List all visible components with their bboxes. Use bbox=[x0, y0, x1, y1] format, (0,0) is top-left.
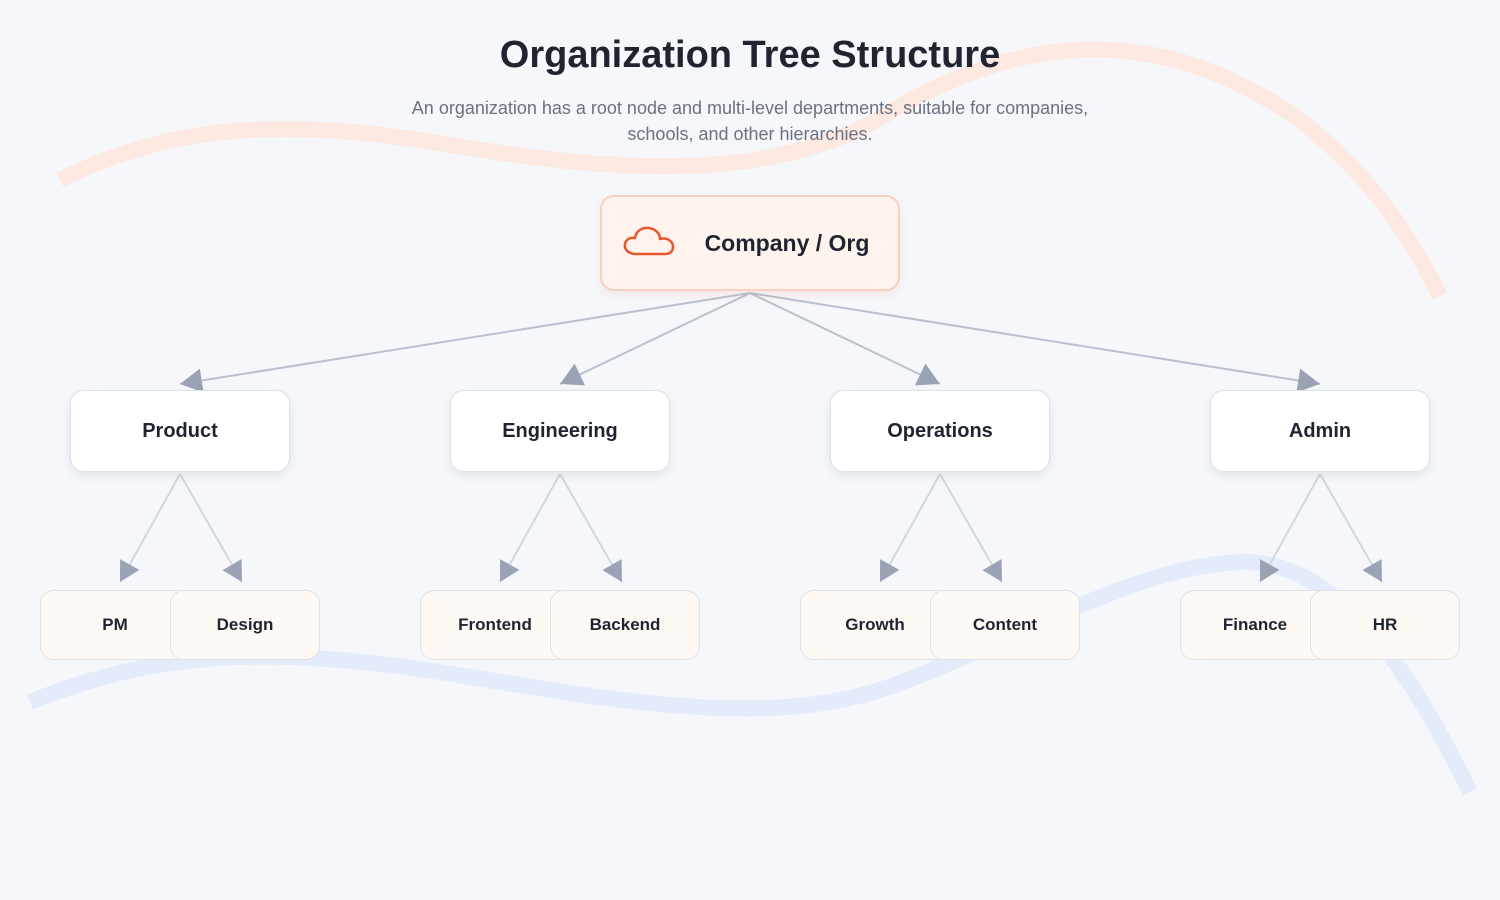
connector-root-to-dept-2 bbox=[749, 292, 941, 385]
arrowhead bbox=[180, 368, 204, 393]
arrowhead bbox=[560, 363, 586, 386]
dept-node-admin[interactable]: Admin bbox=[1210, 390, 1430, 472]
team-label: Backend bbox=[589, 615, 661, 634]
connector-dept-to-team-2-0 bbox=[879, 473, 941, 583]
team-node-frontend[interactable]: Frontend bbox=[420, 590, 570, 660]
team-label: Finance bbox=[1222, 615, 1288, 634]
root-node[interactable]: Company / Org bbox=[600, 195, 900, 291]
connector-dept-to-team-3-0 bbox=[1259, 473, 1321, 583]
dept-label: Admin bbox=[1288, 419, 1352, 442]
decor-wave-orange bbox=[56, 41, 1448, 300]
connector-dept-to-team-1-1 bbox=[559, 473, 623, 583]
connector-root-to-dept-0 bbox=[179, 292, 751, 385]
connector-root-to-dept-1 bbox=[559, 292, 751, 385]
arrowhead bbox=[1296, 368, 1320, 393]
connector-dept-to-team-3-1 bbox=[1319, 473, 1383, 583]
page-title: Organization Tree Structure bbox=[499, 34, 1001, 76]
arrowhead bbox=[120, 559, 140, 582]
team-node-pm[interactable]: PM bbox=[40, 590, 190, 660]
team-node-hr[interactable]: HR bbox=[1310, 590, 1460, 660]
team-label: HR bbox=[1372, 615, 1398, 634]
root-label: Company / Org bbox=[704, 229, 870, 256]
arrowhead bbox=[914, 363, 940, 386]
connector-dept-to-team-1-0 bbox=[499, 473, 561, 583]
arrowhead bbox=[1260, 559, 1280, 582]
dept-node-engineering[interactable]: Engineering bbox=[450, 390, 670, 472]
team-label: Content bbox=[972, 615, 1038, 634]
dept-node-product[interactable]: Product bbox=[70, 390, 290, 472]
team-node-content[interactable]: Content bbox=[930, 590, 1080, 660]
team-label: Growth bbox=[845, 615, 905, 634]
cloud-icon bbox=[623, 226, 675, 256]
arrowhead bbox=[602, 559, 622, 582]
team-node-finance[interactable]: Finance bbox=[1180, 590, 1330, 660]
connector-dept-to-team-0-0 bbox=[119, 473, 181, 583]
team-node-backend[interactable]: Backend bbox=[550, 590, 700, 660]
page-subtitle: An organization has a root node and mult… bbox=[411, 98, 1089, 144]
dept-node-operations[interactable]: Operations bbox=[830, 390, 1050, 472]
team-node-growth[interactable]: Growth bbox=[800, 590, 950, 660]
arrowhead bbox=[1362, 559, 1382, 582]
connector-root-to-dept-3 bbox=[749, 292, 1321, 385]
connector-dept-to-team-0-1 bbox=[179, 473, 243, 583]
team-label: PM bbox=[102, 615, 128, 634]
team-label: Design bbox=[216, 615, 274, 634]
arrowhead bbox=[982, 559, 1002, 582]
arrowhead bbox=[880, 559, 900, 582]
dept-label: Product bbox=[142, 419, 218, 442]
dept-label: Engineering bbox=[502, 419, 618, 442]
arrowhead bbox=[500, 559, 520, 582]
arrowhead bbox=[222, 559, 242, 582]
connector-dept-to-team-2-1 bbox=[939, 473, 1003, 583]
team-label: Frontend bbox=[458, 615, 532, 634]
team-node-design[interactable]: Design bbox=[170, 590, 320, 660]
dept-label: Operations bbox=[887, 419, 993, 442]
